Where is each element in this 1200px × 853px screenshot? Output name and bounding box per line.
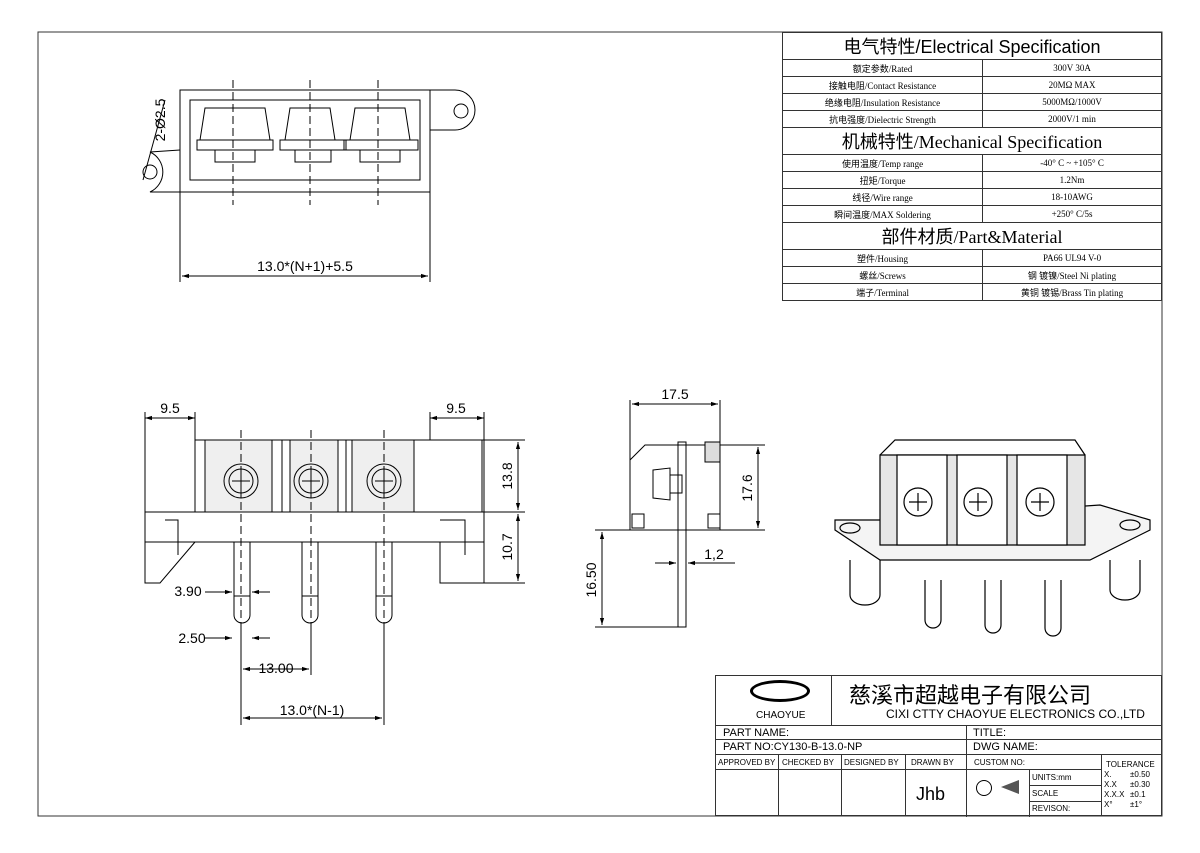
- logo-text: CHAOYUE: [756, 710, 806, 721]
- spec-value: 1.2Nm: [982, 171, 1162, 189]
- pin-len-dim: 16.50: [583, 562, 599, 597]
- spec-label: 接触电阻/Contact Resistance: [781, 76, 984, 94]
- tolerance-value: ±0.30: [1130, 780, 1150, 789]
- spec-label: 塑件/Housing: [781, 249, 984, 267]
- custom-no-label: CUSTOM NO:: [974, 758, 1025, 767]
- hole-dim: 2-Ø2.5: [152, 98, 168, 141]
- side-depth-dim: 17.5: [661, 386, 688, 402]
- spec-label: 扭矩/Torque: [781, 171, 984, 189]
- side-view: [595, 400, 765, 628]
- spec-label: 绝缘电阻/Insulation Resistance: [781, 93, 984, 111]
- mechanical-title: 机械特性/Mechanical Specification: [782, 127, 1162, 155]
- spec-value: 18-10AWG: [982, 188, 1162, 206]
- height-bottom-dim: 10.7: [499, 533, 515, 560]
- title-block: CHAOYUE 慈溪市超越电子有限公司 CIXI CTTY CHAOYUE EL…: [715, 675, 1162, 817]
- pitch-total-dim: 13.0*(N-1): [280, 702, 345, 718]
- pin-width-dim: 3.90: [174, 583, 201, 599]
- revison-label: REVISON:: [1032, 804, 1071, 813]
- title-label: TITLE:: [973, 727, 1007, 739]
- tolerance-value: ±1°: [1130, 800, 1143, 809]
- tolerance-key: X°: [1104, 800, 1113, 809]
- right-ext-dim: 9.5: [446, 400, 466, 416]
- spec-label: 使用温度/Temp range: [781, 154, 984, 172]
- spec-label: 抗电强度/Dielectric Strength: [781, 110, 984, 128]
- company-logo: [750, 680, 810, 702]
- spec-value: 5000MΩ/1000V: [982, 93, 1162, 111]
- spec-value: 20MΩ MAX: [982, 76, 1162, 94]
- spec-value: 钢 镀镍/Steel Ni plating: [982, 266, 1162, 284]
- electrical-title: 电气特性/Electrical Specification: [782, 32, 1162, 60]
- spec-label: 螺丝/Screws: [781, 266, 984, 284]
- spec-table: 电气特性/Electrical Specification 额定参数/Rated…: [781, 32, 1162, 301]
- tolerance-key: X.X: [1104, 780, 1117, 789]
- spec-label: 瞬间温度/MAX Soldering: [781, 205, 984, 223]
- scale-label: SCALE: [1032, 789, 1059, 798]
- spec-row: 瞬间温度/MAX Soldering+250° C/5s: [781, 205, 1162, 223]
- drawing-border: [37, 31, 1163, 817]
- projection-cone-icon: [1001, 780, 1019, 794]
- drawn-by-label: DRAWN BY: [911, 758, 954, 767]
- spec-value: PA66 UL94 V-0: [982, 249, 1162, 267]
- spec-value: -40° C ~ +105° C: [982, 154, 1162, 172]
- tolerance-key: X.X.X: [1104, 790, 1125, 799]
- spec-row: 使用温度/Temp range-40° C ~ +105° C: [781, 154, 1162, 172]
- units-label: UNITS:mm: [1032, 773, 1072, 782]
- company-name-cn: 慈溪市超越电子有限公司: [849, 683, 1092, 708]
- overall-width-dim: 13.0*(N+1)+5.5: [257, 258, 353, 274]
- tolerance-title: TOLERANCE: [1106, 760, 1155, 769]
- height-top-dim: 13.8: [499, 462, 515, 489]
- pin-tip-dim: 2.50: [178, 630, 205, 646]
- pitch-dim: 13.00: [258, 660, 293, 676]
- part-name-label: PART NAME:: [723, 727, 790, 739]
- drawn-by-value: Jhb: [916, 784, 946, 804]
- approved-by-label: APPROVED BY: [718, 758, 776, 767]
- projection-symbol-icon: [976, 780, 992, 796]
- dwg-name-label: DWG NAME:: [973, 741, 1038, 753]
- checked-by-label: CHECKED BY: [782, 758, 835, 767]
- designed-by-label: DESIGNED BY: [844, 758, 899, 767]
- iso-view: [834, 439, 1151, 637]
- top-view: [142, 80, 476, 282]
- spec-label: 额定参数/Rated: [781, 59, 984, 77]
- spec-value: +250° C/5s: [982, 205, 1162, 223]
- pin-thick-dim: 1,2: [704, 546, 724, 562]
- tolerance-key: X.: [1104, 770, 1112, 779]
- spec-label: 线径/Wire range: [781, 188, 984, 206]
- company-name-en: CIXI CTTY CHAOYUE ELECTRONICS CO.,LTD: [886, 707, 1145, 721]
- spec-label: 端子/Terminal: [781, 283, 984, 301]
- part-no: PART NO:CY130-B-13.0-NP: [723, 741, 863, 753]
- spec-value: 2000V/1 min: [982, 110, 1162, 128]
- tolerance-value: ±0.1: [1130, 790, 1146, 799]
- front-view: [144, 412, 525, 725]
- material-title: 部件材质/Part&Material: [782, 222, 1162, 250]
- left-ext-dim: 9.5: [160, 400, 180, 416]
- spec-value: 300V 30A: [982, 59, 1162, 77]
- side-height-dim: 17.6: [739, 474, 755, 501]
- tolerance-value: ±0.50: [1130, 770, 1150, 779]
- spec-value: 黄铜 镀锡/Brass Tin plating: [982, 283, 1162, 301]
